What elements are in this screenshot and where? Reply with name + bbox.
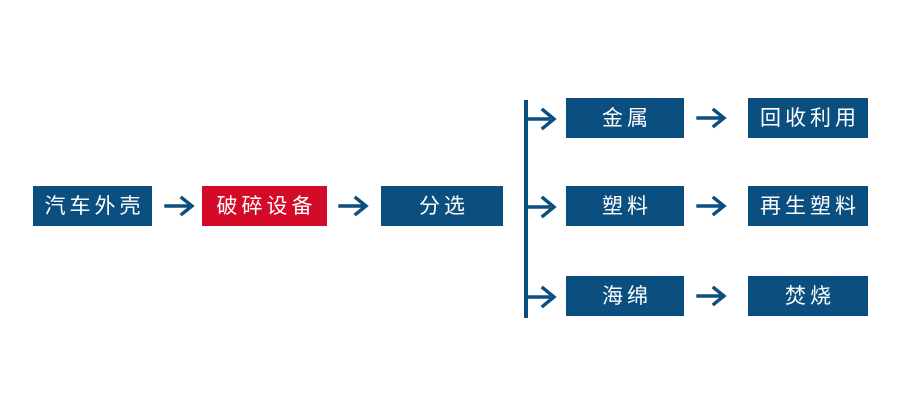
arrow-right-icon-plastic-to-regenerated: [696, 193, 730, 219]
node-sorting[interactable]: 分选: [381, 186, 503, 226]
arrow-right-icon-crusher-to-sorting: [338, 193, 372, 219]
arrow-right-icon-branch-metal: [527, 106, 561, 132]
node-incineration[interactable]: 焚烧: [748, 276, 868, 316]
node-sponge[interactable]: 海绵: [566, 276, 684, 316]
node-car-shell[interactable]: 汽车外壳: [33, 186, 152, 226]
node-recycle-reuse[interactable]: 回收利用: [748, 98, 868, 138]
node-crusher[interactable]: 破碎设备: [202, 186, 327, 226]
node-plastic[interactable]: 塑料: [566, 186, 684, 226]
node-regenerated-plastic[interactable]: 再生塑料: [748, 186, 868, 226]
arrow-right-icon-metal-to-recycle: [696, 105, 730, 131]
arrow-right-icon-branch-plastic: [527, 194, 561, 220]
arrow-right-icon-car-shell-to-crusher: [164, 193, 198, 219]
node-metal[interactable]: 金属: [566, 98, 684, 138]
arrow-right-icon-sponge-to-incineration: [696, 283, 730, 309]
split-trunk-icon: [524, 100, 528, 318]
arrow-right-icon-branch-sponge: [527, 284, 561, 310]
